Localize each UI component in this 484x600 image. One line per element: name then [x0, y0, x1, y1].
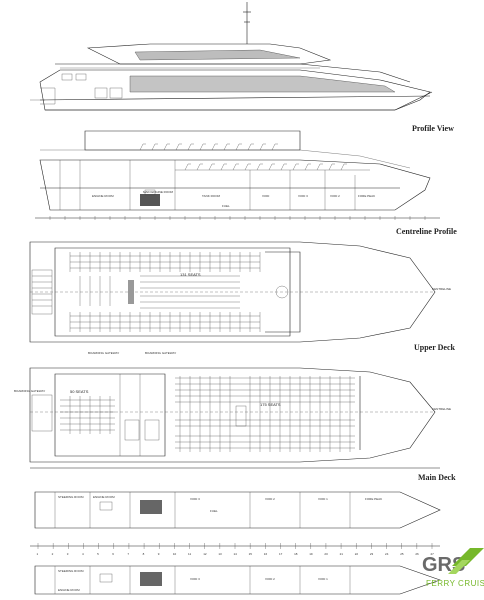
upper-seats-label: 131 SEATS — [180, 272, 201, 277]
logo-sub: FERRY CRUISE — [426, 579, 484, 588]
frame-number: 23 — [370, 552, 374, 556]
main-aft-seats — [60, 396, 115, 434]
frame-number: 16 — [264, 552, 268, 556]
centreline-label-main: CENTRELINE — [432, 407, 451, 411]
frame-number: 22 — [355, 552, 359, 556]
upper-cabin — [84, 130, 301, 151]
frame-number: 3 — [67, 552, 69, 556]
engine-room-label-2: ENGINE ROOM — [58, 588, 80, 592]
void-2-hull-label: VOID 2 — [265, 497, 275, 501]
frame-number: 6 — [112, 552, 114, 556]
tank-room-label: TANK ROOM — [202, 194, 220, 198]
frame-number: 14 — [234, 552, 238, 556]
void-label: VOID — [262, 194, 270, 198]
fuel-label: FUEL — [222, 204, 230, 208]
void-1-hull-label: VOID 1 — [318, 497, 328, 501]
steering-room-label: STEERING ROOM — [58, 495, 84, 499]
frame-number: 4 — [82, 552, 84, 556]
frame-number: 9 — [158, 552, 160, 556]
frame-number: 2 — [52, 552, 54, 556]
boarding-gateway-2: BOARDING GATEWAY — [145, 351, 176, 355]
hull-plan-lower: STEERING ROOM ENGINE ROOM VOID 3 VOID 2 … — [34, 565, 441, 595]
main-deck-plan: BOARDING GATEWAY BOARDING GATEWAY BOARDI… — [14, 351, 456, 482]
frame-number: 19 — [309, 552, 313, 556]
void-3-label: VOID 3 — [298, 194, 308, 198]
frame-number: 25 — [400, 552, 404, 556]
frame-number: 11 — [188, 552, 191, 556]
boarding-gateway-3: BOARDING GATEWAY — [14, 389, 45, 393]
frame-number: 20 — [324, 552, 328, 556]
main-aft-seats-label: 50 SEATS — [70, 389, 89, 394]
engine-block-lower-hull — [140, 572, 162, 586]
frame-number: 17 — [279, 552, 283, 556]
profile-view-title: Profile View — [412, 124, 454, 133]
engine-block-upper-hull — [140, 500, 162, 514]
void-1-hull-label-2: VOID 1 — [318, 577, 328, 581]
fore-peak-label: FORE PEAK — [358, 194, 375, 198]
profile-view: Profile View — [30, 2, 454, 133]
frame-number: 15 — [249, 552, 253, 556]
engine-block — [140, 194, 160, 206]
main-deck-title: Main Deck — [418, 473, 456, 482]
centreline-profile: ENGINE ROOM MAIN ENGINE ROOM TANK ROOM V… — [35, 130, 457, 236]
frame-number: 8 — [143, 552, 145, 556]
logo-swoosh-icon — [452, 548, 484, 566]
frame-number: 1 — [37, 552, 39, 556]
frame-ticks-centreline — [49, 216, 426, 220]
engine-room-label: ENGINE ROOM — [92, 194, 114, 198]
frame-number: 13 — [218, 552, 222, 556]
upper-seat-grid — [69, 252, 261, 332]
frame-number: 26 — [415, 552, 419, 556]
upper-seat-row-profile — [139, 143, 278, 151]
main-fwd-seats-label: 175 SEATS — [260, 402, 281, 407]
frame-number: 5 — [97, 552, 99, 556]
main-deck-profile-body — [39, 159, 431, 211]
void-3-hull-label: VOID 3 — [190, 497, 200, 501]
upper-deck-plan: CENTRELINE 131 SEATS Upper Deck — [29, 241, 456, 352]
frame-number: 10 — [173, 552, 177, 556]
boarding-gateway-1: BOARDING GATEWAY — [88, 351, 119, 355]
void-2-hull-label-2: VOID 2 — [265, 577, 275, 581]
grs-logo: GRS FERRY CRUISE — [422, 548, 484, 588]
hull-plan-upper: STEERING ROOM ENGINE ROOM VOID 3 FUEL VO… — [34, 491, 441, 529]
frame-number: 24 — [385, 552, 389, 556]
main-seat-row-profile — [184, 163, 347, 171]
upper-deck-title: Upper Deck — [414, 343, 456, 352]
frame-number: 18 — [294, 552, 298, 556]
frame-number: 27 — [431, 552, 435, 556]
void-2-label: VOID 2 — [330, 194, 340, 198]
upper-deck-outline — [29, 241, 436, 343]
frame-number: 12 — [203, 552, 207, 556]
main-deck-outline — [29, 367, 436, 463]
main-fwd-seats — [175, 376, 355, 452]
void-3-hull-label-2: VOID 3 — [190, 577, 200, 581]
engine-room-label-lower: ENGINE ROOM — [93, 495, 115, 499]
steering-room-label-2: STEERING ROOM — [58, 569, 84, 573]
centreline-profile-title: Centreline Profile — [396, 227, 457, 236]
frame-number: 21 — [340, 552, 344, 556]
frame-number: 7 — [127, 552, 129, 556]
centreline-label-upper: CENTRELINE — [432, 287, 451, 291]
fuel-hull-label: FUEL — [210, 509, 218, 513]
fore-peak-hull-label: FORE PEAK — [365, 497, 382, 501]
main-engine-room-label: MAIN ENGINE ROOM — [143, 190, 174, 194]
